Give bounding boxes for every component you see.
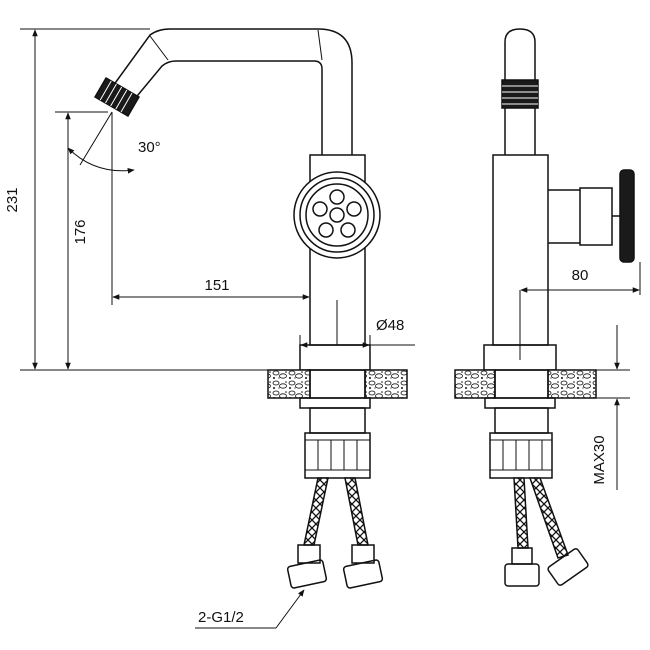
dim-spout-height: 176 [72,219,89,244]
dim-spout-angle: 30° [138,139,161,156]
connection-label: 2-G1/2 [198,609,244,626]
base-flange [299,344,371,371]
hose-nut-left [286,559,328,589]
dim-counter-thickness: MAX30 [591,435,608,484]
hose-right [344,477,369,546]
dim-handle-projection: 80 [572,267,589,284]
spout-outer [104,28,353,155]
spout-inner [127,60,323,155]
spout-side [504,28,536,155]
aerator-side [501,79,539,109]
handle-stem [579,187,613,246]
knob-side [619,169,635,263]
hose-left [303,477,329,546]
counter-right [364,369,408,399]
dim-total-height: 231 [4,187,21,212]
aerator [94,76,140,118]
counter-left [267,369,311,399]
handle-rosette [293,171,381,259]
hose-nut-right [342,559,384,589]
side-view [454,28,635,587]
washer [299,397,371,409]
front-view [94,28,408,589]
dim-spout-reach: 151 [204,277,229,294]
fixing-nut [304,432,371,479]
dim-body-diameter: Ø48 [376,317,404,334]
dimension-lines [20,28,641,629]
